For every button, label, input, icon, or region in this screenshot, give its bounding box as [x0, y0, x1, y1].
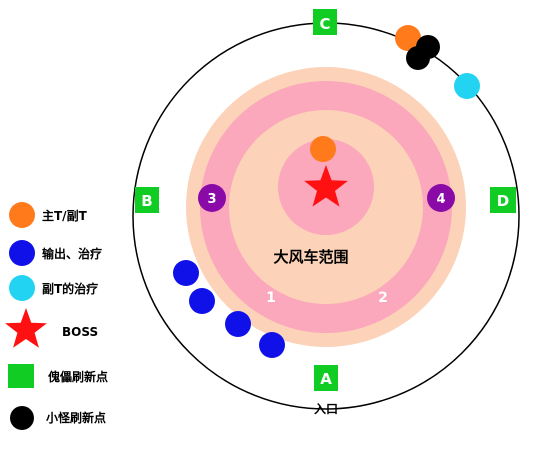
zone-4-label: 4 — [436, 192, 445, 207]
dps-healer-marker — [189, 288, 215, 314]
entrance-label: 入口 — [314, 402, 338, 416]
gate-c-label: C — [319, 15, 330, 33]
legend-add-spawn-swatch — [10, 406, 34, 430]
legend-dps-healer-swatch — [9, 240, 35, 266]
off-tank-marker — [395, 25, 421, 51]
gate-d-label: D — [497, 192, 509, 210]
dps-healer-marker — [259, 332, 285, 358]
gate-b-square — [135, 187, 159, 213]
zone-4-marker — [427, 184, 455, 212]
legend-add-spawn-label: 小怪刷新点 — [46, 410, 106, 425]
zone-1-label: 1 — [266, 290, 276, 306]
legend-boss-label: BOSS — [62, 325, 98, 339]
legend-spawn-point-label: 傀儡刷新点 — [48, 369, 108, 384]
add-spawn-marker — [406, 46, 430, 70]
main-tank-marker — [310, 136, 336, 162]
legend-tank-label: 主T/副T — [42, 208, 88, 223]
legend-dps-healer-label: 输出、治疗 — [42, 246, 102, 261]
legend: 主T/副T 输出、治疗 副T的治疗 BOSS 傀儡刷新点 小怪刷新点 — [5, 202, 108, 430]
gate-d-square — [490, 187, 516, 213]
zone-2-label: 2 — [378, 290, 388, 306]
boss-star — [304, 165, 348, 207]
dps-healer-marker — [173, 260, 199, 286]
whirlwind-range-label: 大风车范围 — [273, 248, 348, 266]
legend-off-tank-healer-label: 副T的治疗 — [42, 281, 98, 296]
legend-spawn-point-swatch — [8, 364, 34, 388]
legend-tank-swatch — [9, 202, 35, 228]
legend-off-tank-healer-swatch — [9, 275, 35, 301]
gate-b-label: B — [141, 192, 152, 210]
gate-a-square — [314, 365, 338, 391]
gate-a-label: A — [320, 370, 332, 388]
dps-healer-marker — [225, 311, 251, 337]
off-tank-healer-marker — [454, 73, 480, 99]
zone-3-marker — [198, 184, 226, 212]
zone-3-label: 3 — [207, 192, 216, 207]
gate-c-square — [313, 9, 337, 35]
legend-boss-swatch — [5, 308, 47, 348]
